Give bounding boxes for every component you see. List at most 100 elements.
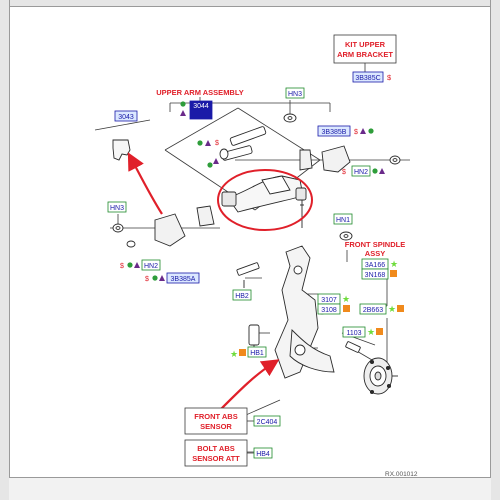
part-label-hn2-left[interactable]: HN2 — [141, 259, 161, 271]
front-abs-sensor-line2: SENSOR — [200, 422, 232, 431]
triangle-purple-icon — [360, 128, 366, 134]
spindle-knuckle — [274, 245, 335, 379]
bracket-3043-shape — [112, 139, 131, 161]
part-label-2c404[interactable]: 2C404 — [253, 415, 281, 427]
hub-bearing — [363, 357, 398, 395]
kit-upper-arm-bracket-line2: ARM BRACKET — [337, 50, 393, 59]
dollar-icon: $ — [354, 129, 358, 136]
label-text: 3B385A — [171, 276, 196, 283]
part-label-hb2[interactable]: HB2 — [232, 289, 252, 301]
part-label-3a166[interactable]: 3A166 — [361, 258, 389, 270]
triangle-purple-icon — [134, 262, 140, 268]
label-text: HN2 — [354, 169, 368, 176]
dollar-icon: $ — [215, 140, 219, 147]
upper-arm-assembly-label[interactable]: UPPER ARM ASSEMBLY — [156, 88, 244, 97]
label-text: HN3 — [110, 205, 124, 212]
part-label-3b385b[interactable]: 3B385B — [317, 125, 351, 137]
label-text: 3B385B — [322, 129, 347, 136]
front-spindle-assy-line1[interactable]: FRONT SPINDLE — [345, 240, 405, 249]
callout-bolt-abs-sensor-att[interactable]: BOLT ABS SENSOR ATT — [184, 439, 248, 467]
dot-green-icon — [207, 162, 213, 168]
triangle-purple-icon — [379, 168, 385, 174]
kit-upper-arm-bracket-line1: KIT UPPER — [345, 40, 386, 49]
square-orange-icon — [376, 328, 383, 335]
label-text: 3B385C — [355, 75, 380, 82]
dot-green-icon — [372, 168, 378, 174]
label-text: 3044 — [193, 103, 209, 110]
dot-green-icon — [127, 262, 133, 268]
triangle-purple-icon — [180, 110, 186, 116]
bolt-hb2 — [236, 262, 260, 288]
star-green-icon: ★ — [342, 294, 350, 304]
label-text: 3108 — [321, 307, 337, 314]
dollar-icon: $ — [387, 73, 392, 82]
part-label-hn2-right[interactable]: HN2 — [351, 165, 371, 177]
label-text: 3A166 — [365, 262, 385, 269]
stud-1103 — [345, 341, 361, 353]
label-text: HN1 — [336, 217, 350, 224]
dot-green-icon — [197, 140, 203, 146]
part-label-hn1[interactable]: HN1 — [333, 213, 353, 225]
part-label-3108[interactable]: 3108 — [317, 303, 341, 315]
label-text: HB2 — [235, 293, 249, 300]
part-label-2b663[interactable]: 2B663 — [359, 303, 387, 315]
dot-green-icon — [368, 128, 374, 134]
part-drawings — [112, 113, 401, 395]
label-text: HB4 — [256, 451, 270, 458]
part-label-3107[interactable]: 3107 — [317, 293, 341, 305]
front-abs-sensor-line1: FRONT ABS — [194, 412, 237, 421]
triangle-purple-icon — [159, 275, 165, 281]
label-text: 3043 — [118, 114, 134, 121]
part-label-hn3-left[interactable]: HN3 — [107, 201, 127, 213]
part-label-hb1[interactable]: HB1 — [247, 346, 267, 358]
label-text: 2C404 — [257, 419, 278, 426]
label-text: HN3 — [288, 91, 302, 98]
part-label-hb4[interactable]: HB4 — [253, 447, 273, 459]
dollar-icon: $ — [342, 169, 346, 176]
square-orange-icon — [343, 305, 350, 312]
star-green-icon: ★ — [388, 304, 396, 314]
part-label-3044[interactable]: 3044 — [189, 100, 213, 120]
part-label-3b385a[interactable]: 3B385A — [166, 272, 200, 284]
bolt-abs-sensor-att-line1: BOLT ABS — [197, 444, 235, 453]
viewer-top-border — [9, 0, 491, 7]
label-text: HN2 — [144, 263, 158, 270]
dollar-icon: $ — [120, 263, 124, 270]
red-arrow-to-3043 — [127, 152, 163, 215]
label-text: HB1 — [250, 350, 264, 357]
part-label-hn3-top[interactable]: HN3 — [285, 87, 305, 99]
nut-hn1 — [339, 231, 353, 241]
star-green-icon: ★ — [230, 349, 238, 359]
triangle-purple-icon — [213, 158, 219, 164]
viewer-left-border — [0, 0, 10, 500]
red-arrow-to-abs-sensor — [219, 359, 280, 411]
label-text: 3N168 — [365, 272, 386, 279]
viewer-bottom-bar — [9, 477, 491, 500]
viewer-right-border — [490, 0, 500, 500]
bushing-left — [112, 205, 215, 248]
bolt-abs-sensor-att-line2: SENSOR ATT — [192, 454, 240, 463]
label-text: 2B663 — [363, 307, 383, 314]
figure-reference: RX.001012 — [385, 471, 418, 478]
star-green-icon: ★ — [390, 259, 398, 269]
square-orange-icon — [390, 270, 397, 277]
part-label-3043[interactable]: 3043 — [114, 110, 138, 122]
star-green-icon: ★ — [367, 327, 375, 337]
bushing-right — [299, 145, 401, 173]
callout-front-abs-sensor[interactable]: FRONT ABS SENSOR — [184, 407, 248, 435]
label-text: 3107 — [321, 297, 337, 304]
part-label-3b385c[interactable]: 3B385C — [352, 71, 384, 83]
bolt-3044-top — [219, 126, 267, 161]
dot-green-icon — [152, 275, 158, 281]
front-spindle-assy-line2[interactable]: ASSY — [365, 249, 385, 258]
dot-green-icon — [180, 101, 186, 107]
upper-arm-highlight-ring — [217, 169, 313, 231]
callout-kit-upper-arm-bracket[interactable]: KIT UPPER ARM BRACKET — [333, 34, 397, 64]
part-label-1103[interactable]: 1103 — [342, 326, 366, 338]
square-orange-icon — [239, 349, 246, 356]
triangle-purple-icon — [205, 140, 211, 146]
part-label-3n168[interactable]: 3N168 — [361, 268, 389, 280]
nut-hn3-top — [283, 113, 297, 123]
